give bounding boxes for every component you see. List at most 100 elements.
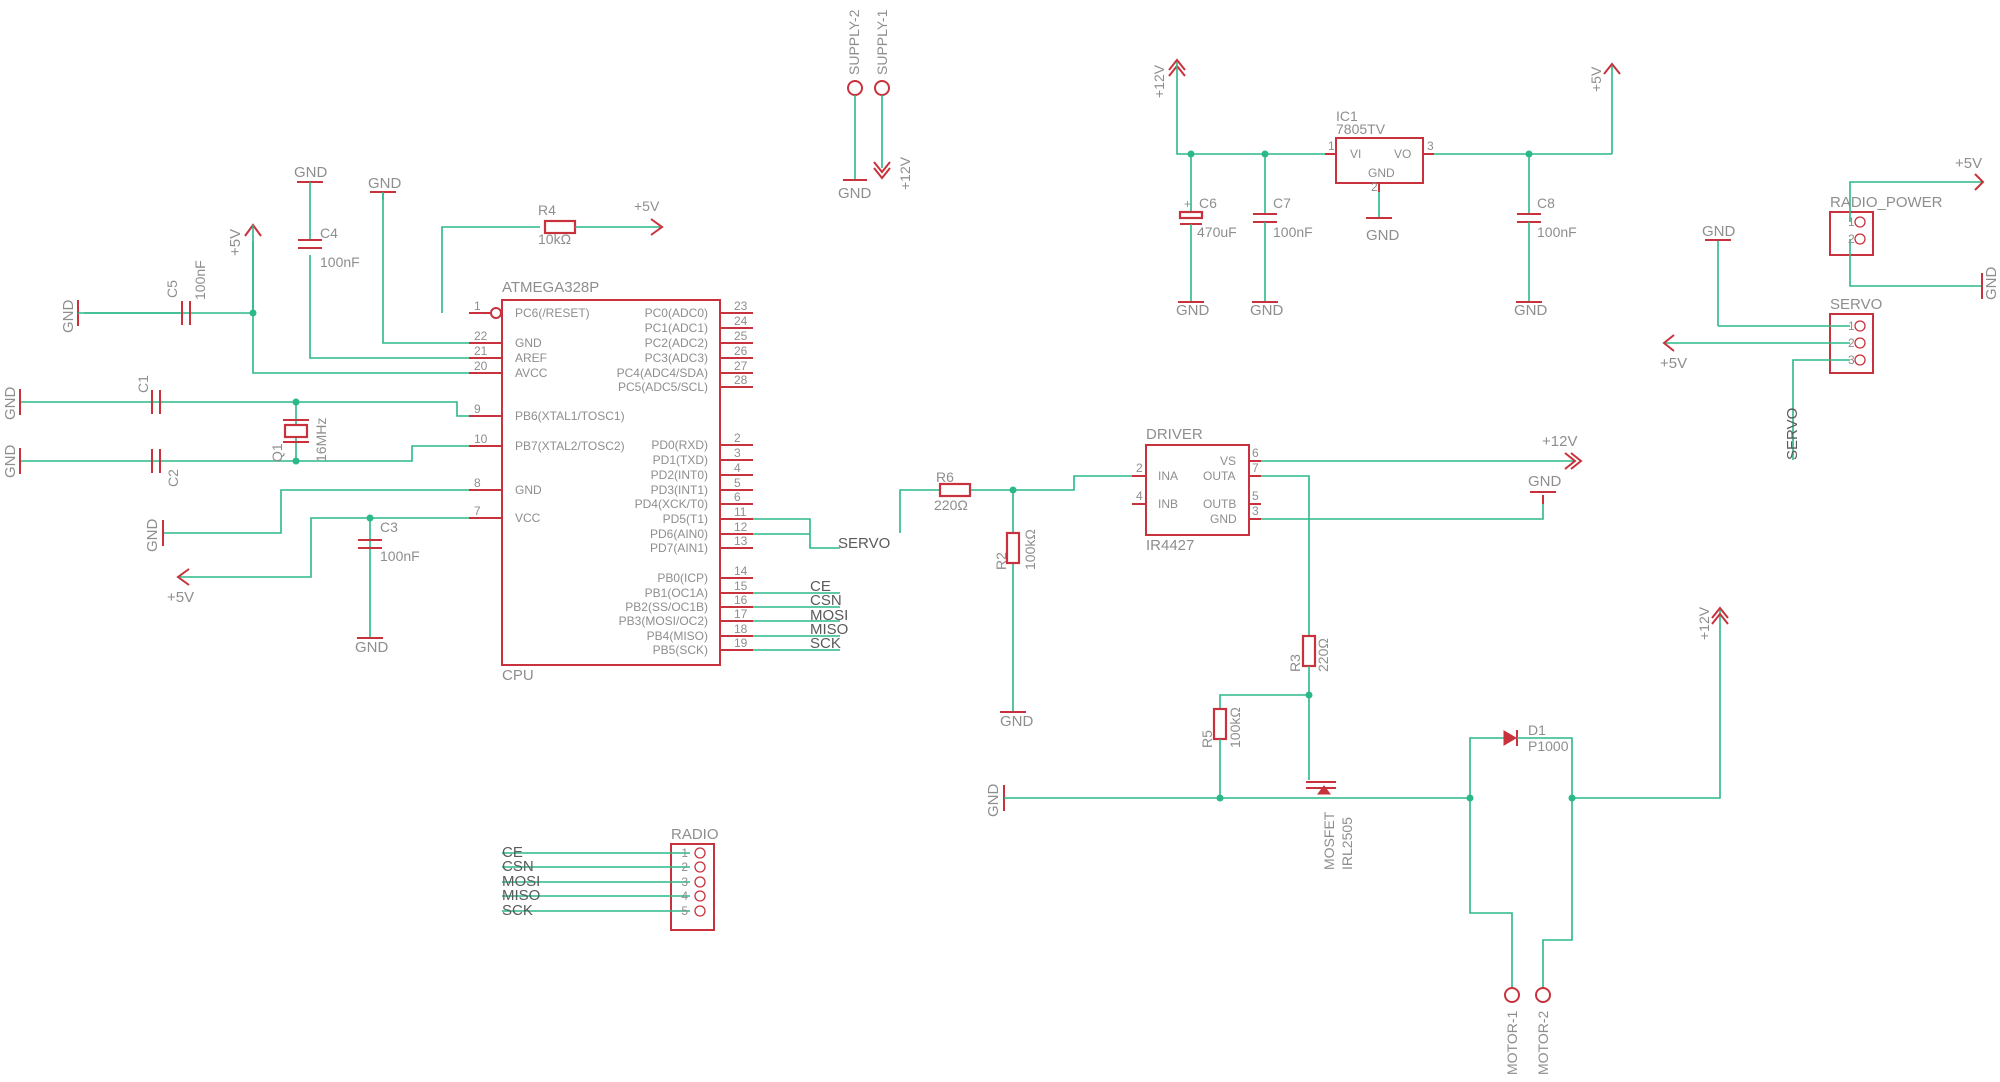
cpu-pin-name: AVCC [515,366,548,380]
rp-pin2: 2 [1848,232,1855,246]
gnd-label-c8: GND [1514,302,1548,319]
cpu-pin-name: PD7(AIN1) [650,541,708,555]
drv-pin5: 5 [1252,489,1259,503]
gnd-label-rp: GND [1983,267,2000,301]
c1-label: C1 [135,375,151,393]
gnd-symbol-cpu-top: GND [368,175,402,200]
ic1-vi: VI [1350,147,1361,161]
reset-inversion-bubble [490,307,502,319]
r4-label: R4 [538,202,556,218]
motor2-label: MOTOR-2 [1535,1010,1551,1075]
cpu-pin-number: 24 [734,314,748,328]
cpu-pin-number: 22 [474,329,488,343]
resistor-r5: R5 100kΩ [1199,691,1313,798]
r4-value: 10kΩ [538,231,571,247]
supply-connectors: SUPPLY-2 SUPPLY-1 GND +12V [838,9,913,202]
radio-pin-number: 4 [681,889,688,903]
rp-pin1: 1 [1848,215,1855,229]
cpu-pin-name: GND [515,336,542,350]
gnd-label-pin8: GND [144,519,161,553]
r3-value: 220Ω [1315,638,1331,672]
cpu-pin-name: PD1(TXD) [653,453,708,467]
resistor-r2: R2 100kΩ GND [993,529,1038,730]
csn-net-label: CSN [810,592,842,609]
cpu-pin-number: 8 [474,476,481,490]
supply1-label: SUPPLY-1 [874,9,890,75]
cpu-pin-name: PC0(ADC0) [645,306,708,320]
drv-outb: OUTB [1203,497,1236,511]
cpu-pin-number: 9 [474,402,481,416]
p12v-label-driver: +12V [1542,433,1577,450]
cpu-pin-name: VCC [515,511,541,525]
cpu-pin-number: 10 [474,432,488,446]
gnd-label-driver: GND [1528,473,1562,490]
diode-d1: D1 P1000 +12V [1469,606,1729,802]
cpu-pin-number: 16 [734,593,748,607]
drv-pin3: 3 [1252,504,1259,518]
drv-outa: OUTA [1203,469,1235,483]
vcc-arrow-pin7: +5V [167,568,194,606]
radio-pin [694,847,706,859]
cpu-pin-name: PD6(AIN0) [650,527,708,541]
mosfet-value: IRL2505 [1339,817,1355,870]
servo-net-label: SERVO [838,535,890,552]
cpu-pin-number: 14 [734,564,748,578]
ic1-vo: VO [1394,147,1411,161]
radio-mosi-label: MOSI [502,873,540,890]
capacitor-c8: C8 100nF GND [1514,154,1577,319]
radio-ce-label: CE [502,844,523,861]
sv-pin3: 3 [1848,353,1855,367]
cpu-pin-name: PD0(RXD) [651,438,708,452]
cpu-pin-name: PB0(ICP) [657,571,708,585]
mosfet-label: MOSFET [1321,811,1337,870]
capacitor-c4: GND C4 100nF [294,164,360,270]
radio-power-connector: RADIO_POWER 1 2 +5V GND [1829,155,2000,301]
mosfet-irl2505: MOSFET IRL2505 [1306,695,1355,870]
radio-power-label: RADIO_POWER [1830,194,1943,211]
r3-label: R3 [1287,654,1303,672]
cpu-pin-name: PB5(SCK) [653,643,708,657]
capacitor-c3: C3 100nF GND [355,519,420,656]
radio-pin-number: 2 [681,860,688,874]
cpu-pin-number: 18 [734,622,748,636]
c4-value: 100nF [320,254,360,270]
c8-label: C8 [1537,195,1555,211]
cpu-pin-number: 19 [734,636,748,650]
servo-net-label-conn: SERVO [1784,408,1801,460]
cpu-pin-name: PC6(/RESET) [515,306,590,320]
cpu-pin-name: PB6(XTAL1/TOSC1) [515,409,625,423]
vcc-label-pin7: +5V [167,589,194,606]
radio-pin [694,905,706,917]
p12v-label-supply: +12V [897,156,913,190]
cpu-pin-name: PD4(XCK/T0) [635,497,708,511]
p5v-label-rp: +5V [1955,155,1982,172]
cpu-pin-number: 1 [474,299,481,313]
mosi-net-label: MOSI [810,607,848,624]
cpu-pin-number: 12 [734,520,748,534]
radio-sck-label: SCK [502,902,533,919]
supply2-label: SUPPLY-2 [846,9,862,75]
sv-pin1: 1 [1848,319,1855,333]
cpu-pin-number: 28 [734,373,748,387]
c6-plus: + [1184,197,1191,211]
gnd-label-c6: GND [1176,302,1210,319]
capacitor-c1: GND C1 [2,375,161,420]
p5v-label-reg: +5V [1588,66,1604,92]
r6-value: 220Ω [934,497,968,513]
cpu-pin-number: 3 [734,446,741,460]
cpu-pin-name: PD5(T1) [663,512,708,526]
c6-value: 470uF [1197,224,1237,240]
ic1-value: 7805TV [1336,121,1386,137]
cpu-pin-number: 4 [734,461,741,475]
capacitor-c2: GND C2 [2,445,181,488]
capacitor-c7: C7 100nF GND [1250,154,1313,319]
gnd-label-supply: GND [838,185,872,202]
c7-label: C7 [1273,195,1291,211]
gnd-label-r2: GND [1000,713,1034,730]
gnd-label-servo: GND [1702,223,1736,240]
p12v-label-reg: +12V [1151,64,1167,98]
miso-net-label: MISO [810,621,848,638]
